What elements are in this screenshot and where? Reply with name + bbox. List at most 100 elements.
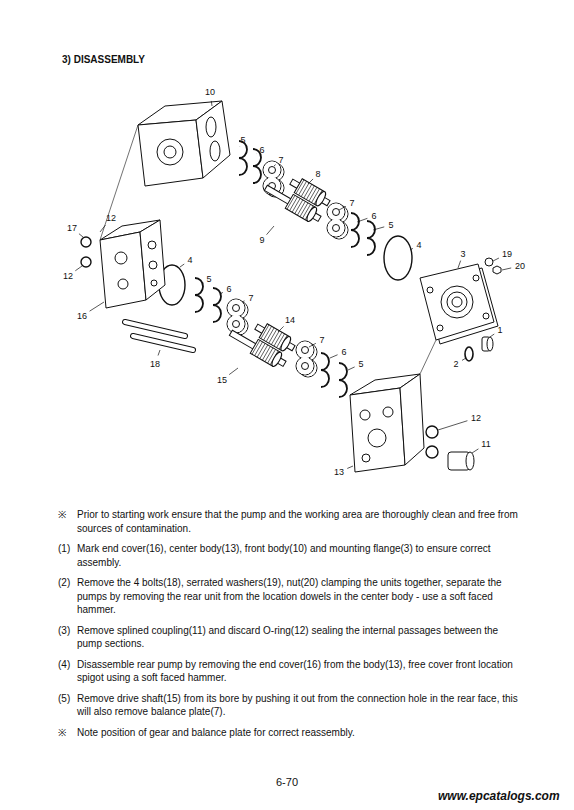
gear-tooth bbox=[257, 343, 265, 357]
front-body bbox=[138, 101, 230, 186]
plate-hole bbox=[333, 225, 340, 232]
port-hole bbox=[118, 279, 128, 289]
gear-bore bbox=[210, 141, 220, 161]
plate-edge bbox=[227, 315, 245, 333]
callout-number: 3 bbox=[460, 249, 465, 259]
note-row: ※Note position of gear and balance plate… bbox=[58, 726, 520, 740]
leader-line bbox=[493, 258, 499, 261]
note-row: (3)Remove splined coupling(11) and disca… bbox=[58, 624, 520, 651]
balance-plates bbox=[227, 161, 348, 377]
bolt bbox=[133, 336, 193, 350]
plate-fill bbox=[228, 300, 245, 317]
gear-tooth bbox=[299, 181, 307, 195]
o-ring bbox=[81, 257, 91, 267]
leader-line bbox=[438, 421, 467, 430]
cover-face bbox=[140, 220, 165, 300]
callout-number: 6 bbox=[259, 145, 264, 155]
leader-line bbox=[211, 101, 213, 106]
callout-number: 7 bbox=[278, 155, 283, 165]
callout-number: 7 bbox=[248, 293, 253, 303]
shaft-bore bbox=[452, 297, 462, 307]
gear-tooth bbox=[304, 184, 312, 198]
snap-rings bbox=[195, 141, 375, 397]
dowel-hole bbox=[151, 280, 157, 286]
gear-tooth bbox=[262, 346, 270, 360]
snap-ring bbox=[213, 288, 221, 322]
plate-edge bbox=[263, 161, 281, 179]
callout-number: 7 bbox=[319, 335, 324, 345]
plate-hole bbox=[233, 321, 240, 328]
leader-line bbox=[373, 227, 384, 230]
center-body bbox=[350, 374, 474, 472]
leader-line bbox=[490, 334, 494, 337]
leader-line bbox=[220, 292, 223, 294]
o-ring bbox=[426, 446, 438, 458]
mounting-flange bbox=[420, 258, 501, 361]
gear-tooth bbox=[264, 326, 272, 340]
gear-tooth bbox=[255, 342, 263, 356]
note-marker: ※ bbox=[58, 726, 77, 740]
gear-tooth bbox=[292, 198, 300, 212]
splined-coupling bbox=[466, 452, 474, 470]
callout-number: 17 bbox=[67, 223, 77, 233]
snap-ring bbox=[339, 363, 347, 397]
note-marker: (2) bbox=[58, 576, 77, 617]
leader-line bbox=[239, 146, 240, 147]
callout-number: 12 bbox=[106, 213, 116, 223]
plate-fill bbox=[228, 316, 245, 333]
leader-line bbox=[348, 367, 355, 370]
o-ring bbox=[426, 426, 438, 438]
note-row: (5)Remove drive shaft(15) from its bore … bbox=[58, 692, 520, 719]
callout-number: 7 bbox=[349, 198, 354, 208]
gear-end bbox=[314, 190, 327, 207]
assembly-line bbox=[420, 340, 436, 374]
plate-edge bbox=[296, 357, 314, 375]
body-face bbox=[400, 374, 424, 465]
note-marker: ※ bbox=[58, 508, 77, 535]
gear-pair bbox=[262, 165, 333, 225]
snap-ring bbox=[195, 278, 203, 312]
callout-number: 5 bbox=[388, 220, 393, 230]
note-marker: (1) bbox=[58, 542, 77, 569]
leader-line bbox=[267, 226, 274, 235]
note-marker: (3) bbox=[58, 624, 77, 651]
callout-number: 20 bbox=[515, 261, 525, 271]
gear-tooth bbox=[265, 348, 273, 362]
callout-number: 5 bbox=[240, 135, 245, 145]
snap-ring bbox=[351, 213, 359, 247]
callout-number: 5 bbox=[358, 359, 363, 369]
leader-line bbox=[90, 302, 104, 311]
snap-ring bbox=[321, 353, 329, 387]
section-title: 3) DISASSEMBLY bbox=[62, 54, 145, 65]
gear-tooth bbox=[301, 183, 309, 197]
gear-end bbox=[279, 335, 292, 352]
leader-line bbox=[330, 355, 338, 358]
callout-number: 9 bbox=[259, 235, 264, 245]
callout-number: 2 bbox=[453, 359, 458, 369]
leader-line bbox=[202, 283, 203, 285]
gear-tooth bbox=[296, 180, 304, 194]
gear-tooth bbox=[295, 200, 303, 214]
note-marker: (4) bbox=[58, 658, 77, 685]
callout-number: 14 bbox=[285, 315, 295, 325]
plate-edge bbox=[327, 203, 345, 221]
leader-line bbox=[410, 248, 413, 250]
flange-hub bbox=[441, 286, 473, 318]
port-hole bbox=[164, 146, 176, 158]
plate-fill bbox=[297, 342, 314, 359]
snap-ring bbox=[367, 221, 375, 255]
callout-number: 18 bbox=[150, 359, 160, 369]
note-text: Mark end cover(16), center body(13), fro… bbox=[77, 542, 520, 569]
snap-ring bbox=[239, 141, 247, 175]
leader-line bbox=[309, 343, 316, 347]
note-text: Prior to starting work ensure that the p… bbox=[77, 508, 520, 535]
port-hole bbox=[115, 252, 127, 264]
serrated-washer bbox=[485, 258, 493, 266]
leader-line bbox=[158, 350, 160, 356]
shaft-seal bbox=[487, 337, 493, 351]
note-row: (2)Remove the 4 bolts(18), serrated wash… bbox=[58, 576, 520, 617]
callout-number: 11 bbox=[481, 439, 490, 449]
plate-fill bbox=[328, 204, 345, 221]
gear-tooth bbox=[274, 332, 282, 346]
